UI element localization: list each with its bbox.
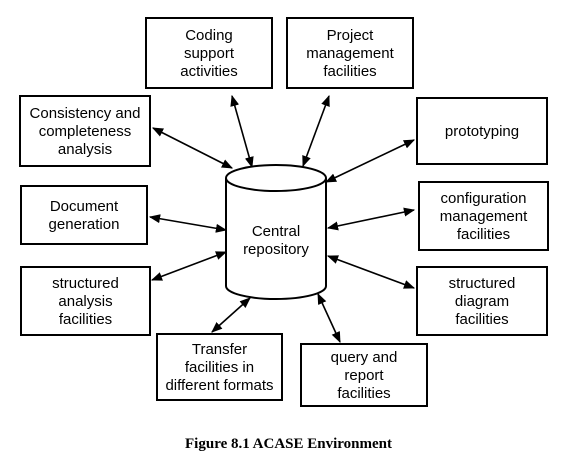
transfer-facilities-label-line: facilities in	[185, 359, 254, 376]
document-generation-label-line: Document	[50, 198, 119, 215]
project-management-label-line: facilities	[323, 63, 376, 80]
central-repository-label-line: Central	[252, 223, 300, 240]
configuration-management-label-line: management	[440, 208, 528, 225]
transfer-facilities-connector-arrow	[211, 297, 251, 333]
structured-analysis-label-line: facilities	[59, 311, 112, 328]
consistency-analysis-label-line: Consistency and	[30, 105, 141, 122]
query-report-box	[300, 343, 428, 407]
query-report-label-line: report	[344, 367, 384, 384]
document-generation-label-line: generation	[49, 216, 120, 233]
consistency-analysis-label-line: analysis	[58, 141, 112, 158]
project-management-label-line: Project	[327, 27, 375, 44]
structured-diagram-box	[416, 266, 548, 336]
prototyping-label-line: prototyping	[445, 123, 519, 140]
project-management-label-line: management	[306, 45, 394, 62]
project-management-connector-arrow	[302, 94, 330, 168]
figure-caption: Figure 8.1 ACASE Environment	[185, 436, 392, 452]
project-management-box	[286, 17, 414, 89]
query-report-label-line: facilities	[337, 385, 390, 402]
central-repository-label-line: repository	[243, 241, 309, 258]
configuration-management-label-line: configuration	[441, 190, 527, 207]
coding-support-label-line: activities	[180, 63, 238, 80]
structured-diagram-label-line: structured	[449, 275, 516, 292]
transfer-facilities-label-line: different formats	[165, 377, 273, 394]
structured-diagram-label-line: diagram	[455, 293, 509, 310]
coding-support-label-line: Coding	[185, 27, 233, 44]
consistency-analysis-label-line: completeness	[39, 123, 132, 140]
structured-analysis-box	[20, 266, 151, 336]
prototyping-box	[416, 97, 548, 165]
coding-support-box	[145, 17, 273, 89]
transfer-facilities-box	[156, 333, 283, 401]
structured-analysis-connector-arrow	[150, 251, 228, 281]
structured-analysis-label-line: structured	[52, 275, 119, 292]
prototyping-node: prototyping	[416, 97, 548, 165]
prototyping-connector-arrow	[324, 139, 416, 183]
consistency-analysis-box	[19, 95, 151, 167]
document-generation-box	[20, 185, 148, 245]
document-generation-connector-arrow	[148, 214, 228, 233]
coding-support-connector-arrow	[230, 94, 254, 169]
query-report-connector-arrow	[317, 292, 341, 344]
coding-support-label-line: support	[184, 45, 235, 62]
consistency-analysis-connector-arrow	[152, 127, 233, 169]
configuration-management-box	[418, 181, 549, 251]
structured-analysis-label-line: analysis	[58, 293, 112, 310]
configuration-management-connector-arrow	[326, 207, 416, 231]
transfer-facilities-label-line: Transfer	[192, 341, 247, 358]
query-report-label-line: query and	[331, 349, 398, 366]
structured-diagram-label-line: facilities	[455, 311, 508, 328]
configuration-management-label-line: facilities	[457, 226, 510, 243]
connector-layer	[148, 94, 416, 344]
central-repository-cylinder	[225, 164, 327, 300]
structured-diagram-connector-arrow	[326, 255, 416, 289]
